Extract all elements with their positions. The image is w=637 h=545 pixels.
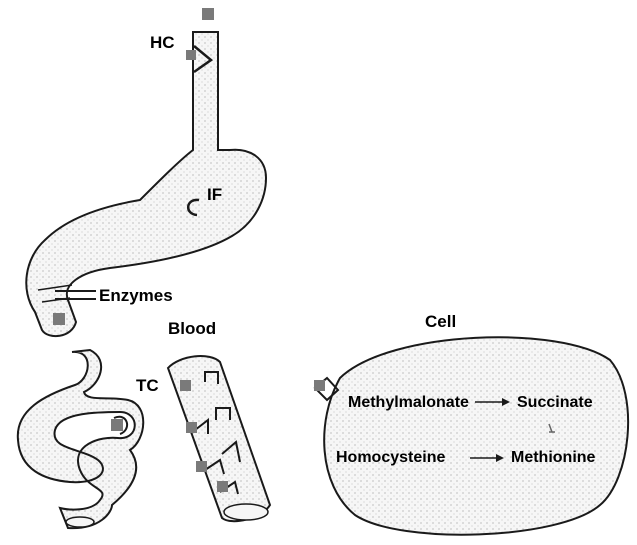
- label-blood: Blood: [168, 320, 216, 337]
- label-hc: HC: [150, 34, 175, 51]
- label-methionine: Methionine: [511, 450, 595, 466]
- vessel-end-ellipse: [224, 504, 268, 520]
- b12-square-icon: [314, 380, 325, 391]
- label-methylmalonate: Methylmalonate: [348, 395, 469, 411]
- b12-square-icon: [186, 422, 197, 433]
- b12-square-icon: [186, 50, 196, 60]
- b12-square-icon: [180, 380, 191, 391]
- b12-square-icon: [196, 461, 207, 472]
- label-cell: Cell: [425, 313, 456, 330]
- cell-shape: [324, 337, 628, 534]
- intestine-end-ellipse: [66, 517, 94, 527]
- label-if: IF: [207, 186, 222, 203]
- b12-square-icon: [111, 419, 123, 431]
- b12-square-icon: [53, 313, 65, 325]
- small-intestine-shape: [18, 350, 143, 528]
- label-homocysteine: Homocysteine: [336, 450, 445, 466]
- label-succinate: Succinate: [517, 395, 593, 411]
- label-enzymes: Enzymes: [99, 287, 173, 304]
- b12-square-icon: [217, 481, 228, 492]
- label-tc: TC: [136, 377, 159, 394]
- b12-square-icon: [202, 8, 214, 20]
